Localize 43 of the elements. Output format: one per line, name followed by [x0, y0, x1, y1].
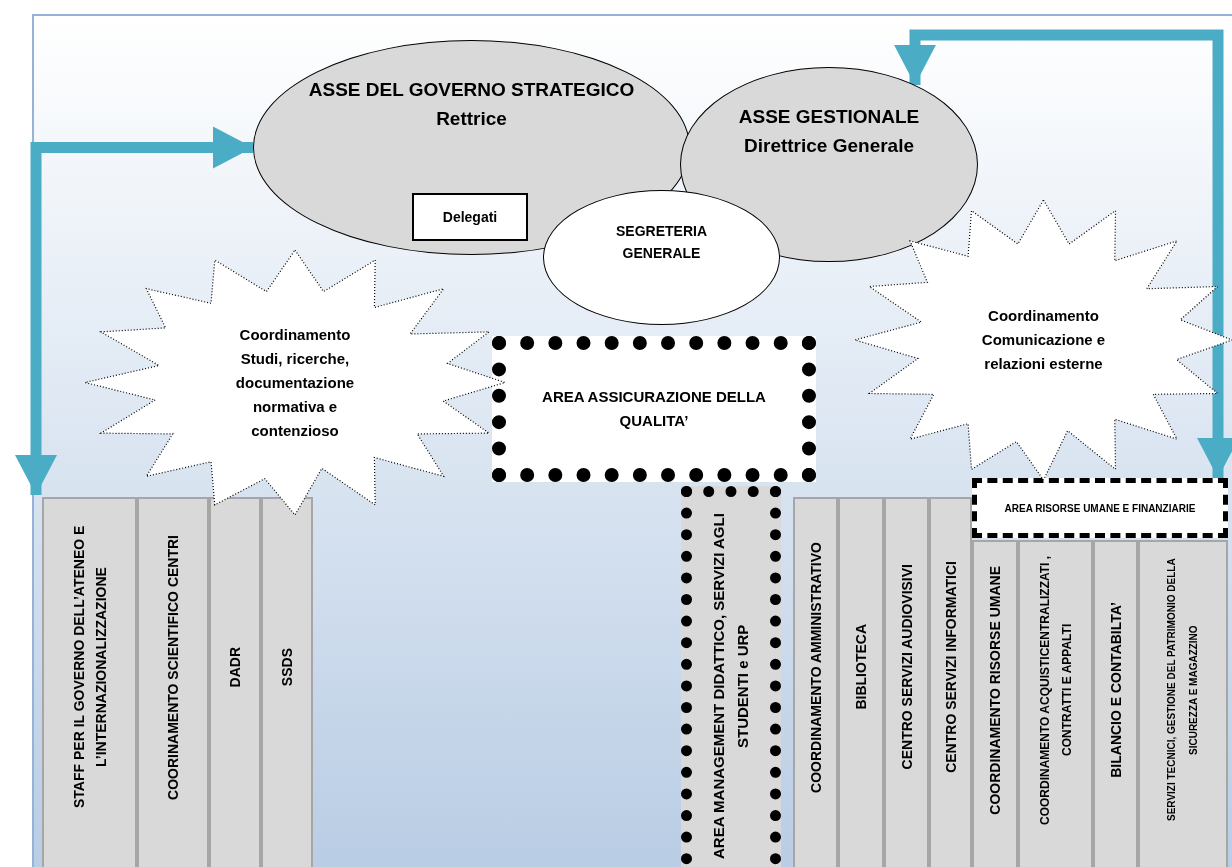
connector-arrow — [894, 29, 1232, 478]
box-label: Delegati — [442, 207, 498, 227]
starburst-label: Coordinamento Comunicazione e relazioni esterne — [980, 306, 1107, 374]
column-box — [793, 497, 838, 867]
starburst-shape — [855, 200, 1232, 480]
column-label: COORDINAMENTO RISORSE UMANE — [986, 565, 1004, 815]
column-box — [1018, 540, 1093, 867]
column-box — [42, 497, 137, 867]
starburst-shape — [85, 250, 505, 515]
column-label: SERVIZI TECNICI, GESTIONE DEL PATRIMONIO DELLA SICUREZZA E MAGAZZINO — [1165, 557, 1200, 824]
dotted-box — [492, 336, 816, 482]
column-box — [209, 497, 261, 867]
column-label: DADR — [226, 646, 244, 688]
ellipse-heading: ASSE DEL GOVERNO STRATEGICO — [308, 78, 635, 102]
column-label: AREA MANAGEMENT DIDATTICO, SERVIZI AGLI STUDENTI e URP — [709, 512, 752, 861]
column-label: COORDINAMENTO ACQUISTICENTRALIZZATI , CONTRATTI E APPALTI — [1036, 554, 1075, 827]
connector-arrow — [15, 126, 253, 495]
starburst-label: Coordinamento Studi, ricerche, documentazione normativa e contenzioso — [234, 324, 356, 441]
ellipse-heading-subtitle: Direttrice Generale — [744, 134, 914, 158]
column-label: CENTRO SERVIZI AUDIOVISIVI — [897, 564, 916, 770]
column-box — [972, 540, 1018, 867]
column-box — [1138, 540, 1228, 867]
ellipse-label: SEGRETERIA GENERALE — [615, 221, 708, 263]
column-label: CENTRO SERVIZI INFORMATICI — [941, 561, 960, 773]
column-box — [137, 497, 209, 867]
column-box — [838, 497, 884, 867]
column-box — [261, 497, 313, 867]
ellipse-heading: ASSE GESTIONALE — [738, 105, 920, 129]
column-label: COORINAMENTO SCIENTIFICO CENTRI — [164, 534, 182, 800]
column-label: STAFF PER IL GOVERNO DELL’ATENEO E L’INTERNAZIONALIZZAZIONE — [69, 524, 110, 811]
rectangle-box — [412, 193, 528, 241]
column-label: BIBLIOTECA — [852, 624, 870, 710]
column-label: SSDS — [278, 647, 296, 687]
dotted-column — [681, 486, 781, 867]
column-box — [884, 497, 929, 867]
ellipse-heading-subtitle: Rettrice — [436, 107, 507, 131]
column-label: COORDINAMENTO AMMINISTRATIVO — [806, 541, 825, 793]
column-box — [929, 497, 972, 867]
column-box — [1093, 540, 1138, 867]
box-label: AREA RISORSE UMANE E FINANZIARIE — [1004, 501, 1196, 516]
box-label: AREA ASSICURAZIONE DELLA QUALITA’ — [541, 387, 767, 431]
column-label: BILANCIO E CONTABILTA’ — [1106, 602, 1125, 778]
dashed-box — [972, 478, 1228, 538]
